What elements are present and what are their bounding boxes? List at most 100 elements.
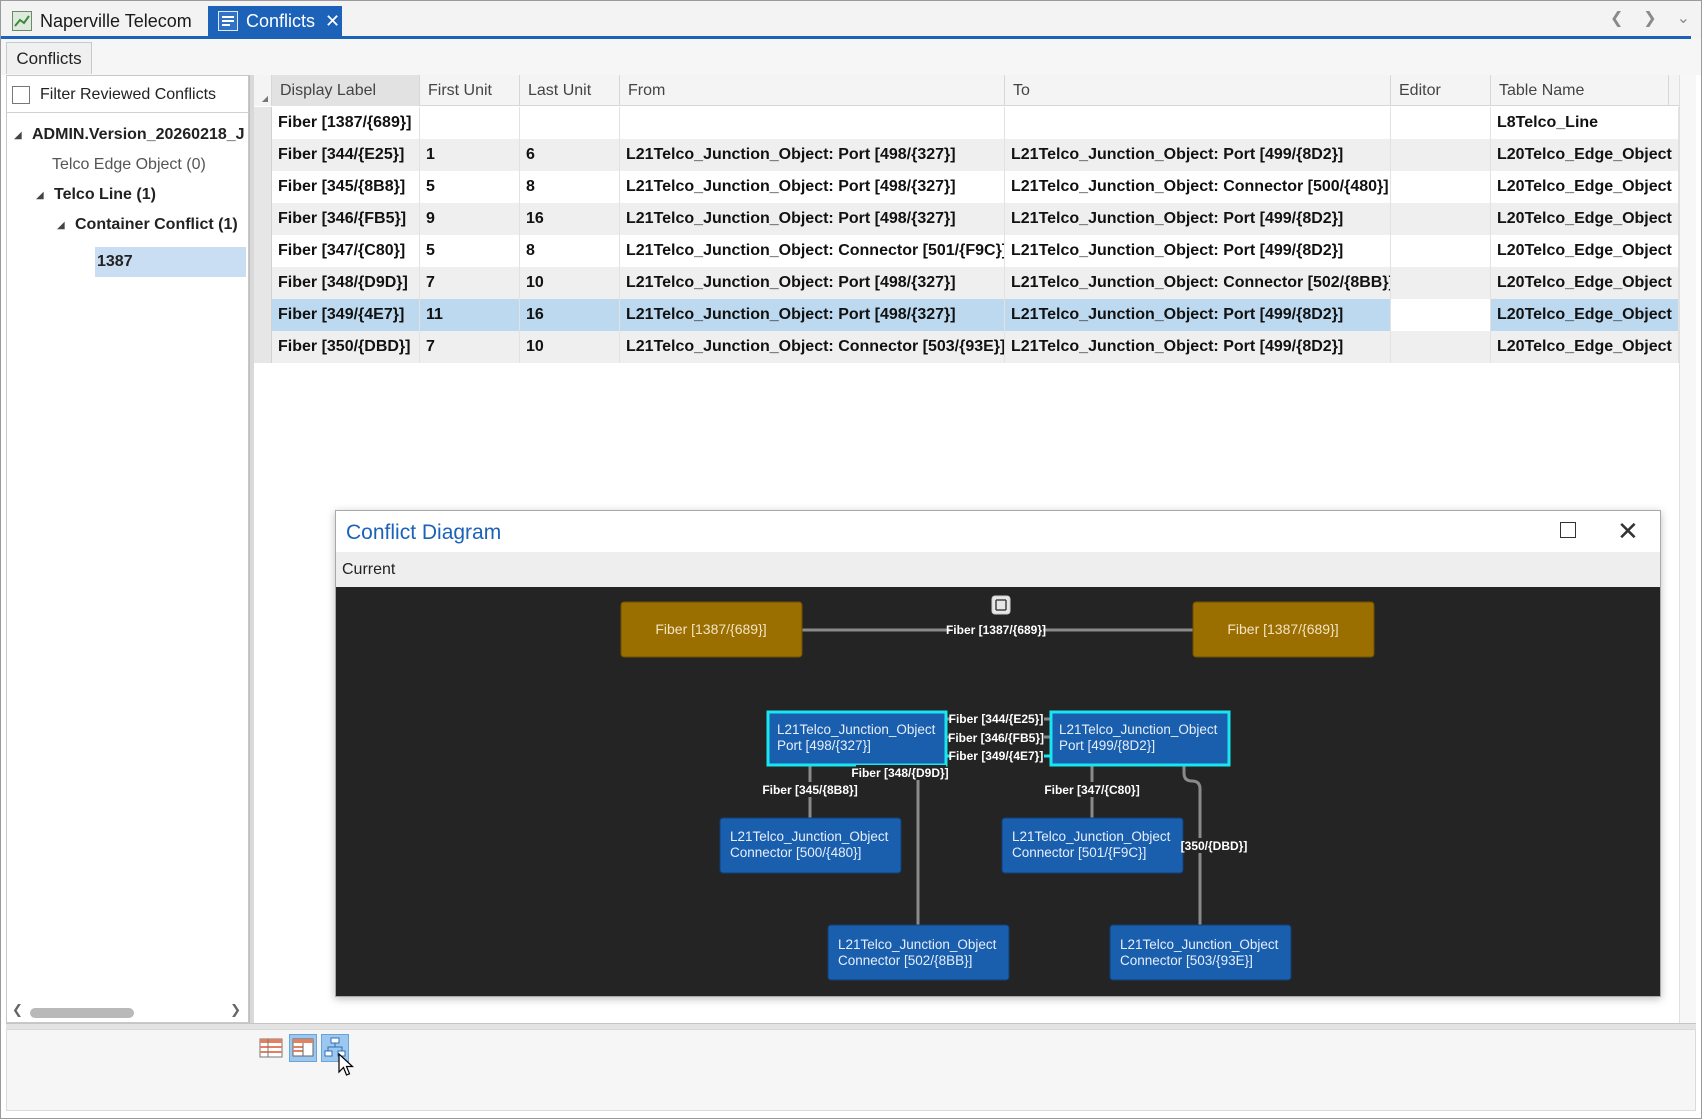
- expand-triangle-icon[interactable]: ◢: [57, 219, 65, 231]
- table-cell[interactable]: Fiber [350/{DBD}]: [272, 331, 420, 363]
- table-cell[interactable]: 10: [520, 267, 620, 299]
- table-cell[interactable]: [420, 107, 520, 139]
- row-header[interactable]: [254, 331, 272, 363]
- table-cell[interactable]: 1: [420, 139, 520, 171]
- table-cell[interactable]: L20Telco_Edge_Object: [1491, 171, 1679, 203]
- table-row[interactable]: Fiber [1387/{689}] L8Telco_Line: [272, 107, 1696, 139]
- maximize-icon[interactable]: [1560, 522, 1576, 538]
- table-cell[interactable]: L21Telco_Junction_Object: Port [499/{8D2…: [1005, 203, 1391, 235]
- diagram-extent-icon[interactable]: [991, 595, 1011, 615]
- table-cell[interactable]: L8Telco_Line: [1491, 107, 1679, 139]
- table-cell[interactable]: [1391, 171, 1491, 203]
- table-cell[interactable]: [1391, 299, 1491, 331]
- table-cell[interactable]: L20Telco_Edge_Object: [1491, 299, 1679, 331]
- table-cell[interactable]: L20Telco_Edge_Object: [1491, 331, 1679, 363]
- table-cell[interactable]: Fiber [345/{8B8}]: [272, 171, 420, 203]
- table-cell[interactable]: L21Telco_Junction_Object: Port [498/{327…: [620, 171, 1005, 203]
- table-cell[interactable]: Fiber [1387/{689}]: [272, 107, 420, 139]
- table-cell[interactable]: 16: [520, 299, 620, 331]
- table-cell[interactable]: L21Telco_Junction_Object: Port [498/{327…: [620, 267, 1005, 299]
- table-cell[interactable]: L21Telco_Junction_Object: Connector [502…: [1005, 267, 1391, 299]
- table-cell[interactable]: [1005, 107, 1391, 139]
- row-header[interactable]: [254, 107, 272, 139]
- diagram-view-button[interactable]: [321, 1034, 349, 1062]
- table-cell[interactable]: 5: [420, 235, 520, 267]
- diagram-canvas[interactable]: Fiber [1387/{689}] Fiber [1387/{689}] L2…: [336, 587, 1660, 996]
- table-cell[interactable]: 6: [520, 139, 620, 171]
- tab-conflicts[interactable]: Conflicts ✕: [208, 6, 342, 36]
- table-cell[interactable]: L20Telco_Edge_Object: [1491, 203, 1679, 235]
- table-cell[interactable]: Fiber [346/{FB5}]: [272, 203, 420, 235]
- table-cell[interactable]: [1391, 107, 1491, 139]
- column-header-last-unit[interactable]: Last Unit: [520, 75, 620, 106]
- table-cell[interactable]: Fiber [348/{D9D}]: [272, 267, 420, 299]
- table-cell[interactable]: L21Telco_Junction_Object: Port [499/{8D2…: [1005, 299, 1391, 331]
- node-port-498[interactable]: L21Telco_Junction_Object Port [498/{327}…: [766, 710, 948, 767]
- table-cell[interactable]: [1391, 267, 1491, 299]
- filter-reviewed-conflicts[interactable]: Filter Reviewed Conflicts: [12, 82, 216, 108]
- table-cell[interactable]: L21Telco_Junction_Object: Port [499/{8D2…: [1005, 139, 1391, 171]
- node-fiber-1387-left[interactable]: Fiber [1387/{689}]: [620, 601, 803, 658]
- table-cell[interactable]: L20Telco_Edge_Object: [1491, 267, 1679, 299]
- scroll-right-icon[interactable]: ❯: [230, 1002, 241, 1017]
- node-connector-501[interactable]: L21Telco_Junction_Object Connector [501/…: [1001, 817, 1184, 874]
- grid-corner[interactable]: ◢: [254, 75, 272, 106]
- table-cell[interactable]: 8: [520, 235, 620, 267]
- scroll-left-icon[interactable]: ❮: [12, 1002, 23, 1017]
- expand-triangle-icon[interactable]: ◢: [36, 189, 44, 201]
- grid-view-button[interactable]: [257, 1034, 285, 1062]
- table-cell[interactable]: L21Telco_Junction_Object: Port [499/{8D2…: [1005, 235, 1391, 267]
- table-cell[interactable]: L20Telco_Edge_Object: [1491, 235, 1679, 267]
- table-cell[interactable]: Fiber [347/{C80}]: [272, 235, 420, 267]
- bottom-splitter[interactable]: [6, 1023, 1696, 1029]
- filter-checkbox[interactable]: [12, 86, 30, 104]
- tab-naperville-telecom[interactable]: Naperville Telecom: [12, 6, 207, 36]
- table-cell[interactable]: [1391, 235, 1491, 267]
- row-header[interactable]: [254, 171, 272, 203]
- table-cell[interactable]: [520, 107, 620, 139]
- row-header[interactable]: [254, 203, 272, 235]
- table-cell[interactable]: 5: [420, 171, 520, 203]
- tree-item-1387[interactable]: 1387: [95, 247, 246, 277]
- split-view-button[interactable]: [289, 1034, 317, 1062]
- table-cell[interactable]: L20Telco_Edge_Object: [1491, 139, 1679, 171]
- grid-vertical-scrollbar[interactable]: [1679, 75, 1696, 1023]
- row-header[interactable]: [254, 299, 272, 331]
- node-fiber-1387-right[interactable]: Fiber [1387/{689}]: [1192, 601, 1375, 658]
- table-cell[interactable]: L21Telco_Junction_Object: Port [498/{327…: [620, 299, 1005, 331]
- table-cell[interactable]: [1391, 203, 1491, 235]
- table-cell[interactable]: [1391, 139, 1491, 171]
- column-header-first-unit[interactable]: First Unit: [420, 75, 520, 106]
- chevron-left-icon[interactable]: ❮: [1610, 10, 1624, 27]
- table-cell[interactable]: L21Telco_Junction_Object: Port [498/{327…: [620, 203, 1005, 235]
- row-header[interactable]: [254, 139, 272, 171]
- table-cell[interactable]: 16: [520, 203, 620, 235]
- column-header-from[interactable]: From: [620, 75, 1005, 106]
- node-connector-502[interactable]: L21Telco_Junction_Object Connector [502/…: [827, 924, 1010, 981]
- table-cell[interactable]: 9: [420, 203, 520, 235]
- chevron-right-icon[interactable]: ❯: [1643, 10, 1657, 27]
- column-header-editor[interactable]: Editor: [1391, 75, 1491, 106]
- close-icon[interactable]: ✕: [325, 10, 341, 31]
- scrollbar-thumb[interactable]: [30, 1008, 134, 1018]
- table-cell[interactable]: L21Telco_Junction_Object: Connector [501…: [620, 235, 1005, 267]
- table-cell[interactable]: Fiber [349/{4E7}]: [272, 299, 420, 331]
- node-connector-503[interactable]: L21Telco_Junction_Object Connector [503/…: [1109, 924, 1292, 981]
- tab-conflicts-pane[interactable]: Conflicts: [6, 42, 92, 74]
- table-cell[interactable]: [1391, 331, 1491, 363]
- table-cell[interactable]: 7: [420, 267, 520, 299]
- node-port-499[interactable]: L21Telco_Junction_Object Port [499/{8D2}…: [1049, 710, 1231, 767]
- table-cell[interactable]: 7: [420, 331, 520, 363]
- table-cell[interactable]: 10: [520, 331, 620, 363]
- table-cell[interactable]: 11: [420, 299, 520, 331]
- column-header-display-label[interactable]: Display Label: [272, 75, 420, 106]
- table-cell[interactable]: Fiber [344/{E25}]: [272, 139, 420, 171]
- tree-item-container-conflict[interactable]: ◢ Container Conflict (1): [57, 211, 238, 239]
- tree-horizontal-scrollbar[interactable]: ❮ ❯: [10, 1002, 243, 1020]
